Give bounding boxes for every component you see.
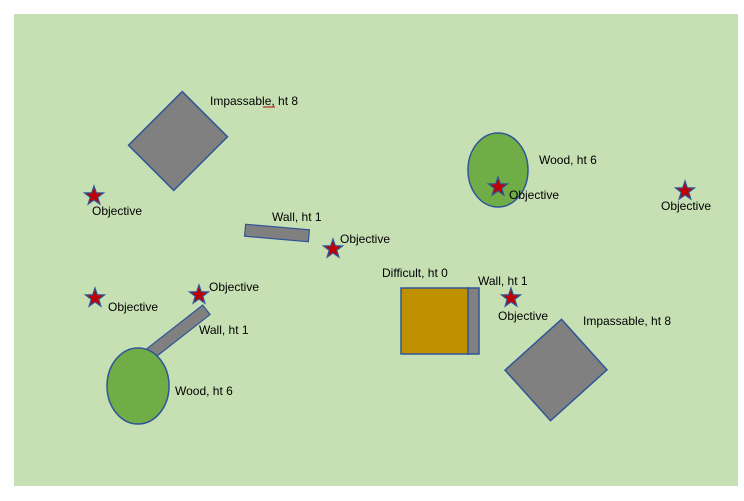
objective-label: Objective — [108, 300, 158, 314]
impassable-block — [127, 90, 229, 192]
objective-marker: Objective — [188, 280, 259, 304]
wood-label: Wood, ht 6 — [539, 153, 597, 167]
objective-label: Objective — [498, 309, 548, 323]
wall-segment — [467, 287, 480, 355]
wall-terrain-center: Wall, ht 1 — [243, 210, 322, 243]
wood-area — [106, 347, 170, 425]
impassable-terrain-bottom: Impassable, ht 8 — [503, 314, 671, 422]
impassable-label: Impassable, ht 8 — [583, 314, 671, 328]
impassable-label: Impassable, ht 8 — [210, 94, 298, 108]
objective-label: Objective — [509, 188, 559, 202]
wall-segment — [243, 223, 311, 243]
wood-terrain-top: Wood, ht 6 — [467, 132, 597, 208]
difficult-label: Difficult, ht 0 — [382, 266, 448, 280]
objective-label: Objective — [661, 199, 711, 213]
objective-marker: Objective — [487, 176, 559, 202]
wood-terrain-bottom: Wood, ht 6 — [106, 347, 233, 425]
wood-area — [467, 132, 529, 208]
wall-label: Wall, ht 1 — [478, 274, 528, 288]
impassable-block — [503, 318, 609, 422]
wall-label: Wall, ht 1 — [272, 210, 322, 224]
impassable-terrain-top: Impassable, ht 8 — [127, 90, 298, 192]
objective-label: Objective — [340, 232, 390, 246]
objective-marker: Objective — [498, 287, 548, 323]
objective-marker: Objective — [84, 287, 158, 314]
wall-terrain-diagonal: Wall, ht 1 — [145, 304, 249, 360]
objective-label: Objective — [209, 280, 259, 294]
objective-label: Objective — [92, 204, 142, 218]
objective-marker: Objective — [322, 232, 390, 258]
objective-marker: Objective — [83, 185, 142, 218]
difficult-terrain: Difficult, ht 0 — [382, 266, 470, 355]
wood-label: Wood, ht 6 — [175, 384, 233, 398]
objective-marker: Objective — [661, 180, 711, 213]
wall-terrain-difficult: Wall, ht 1 — [467, 274, 528, 355]
wall-label: Wall, ht 1 — [199, 323, 249, 337]
difficult-area — [400, 287, 470, 355]
